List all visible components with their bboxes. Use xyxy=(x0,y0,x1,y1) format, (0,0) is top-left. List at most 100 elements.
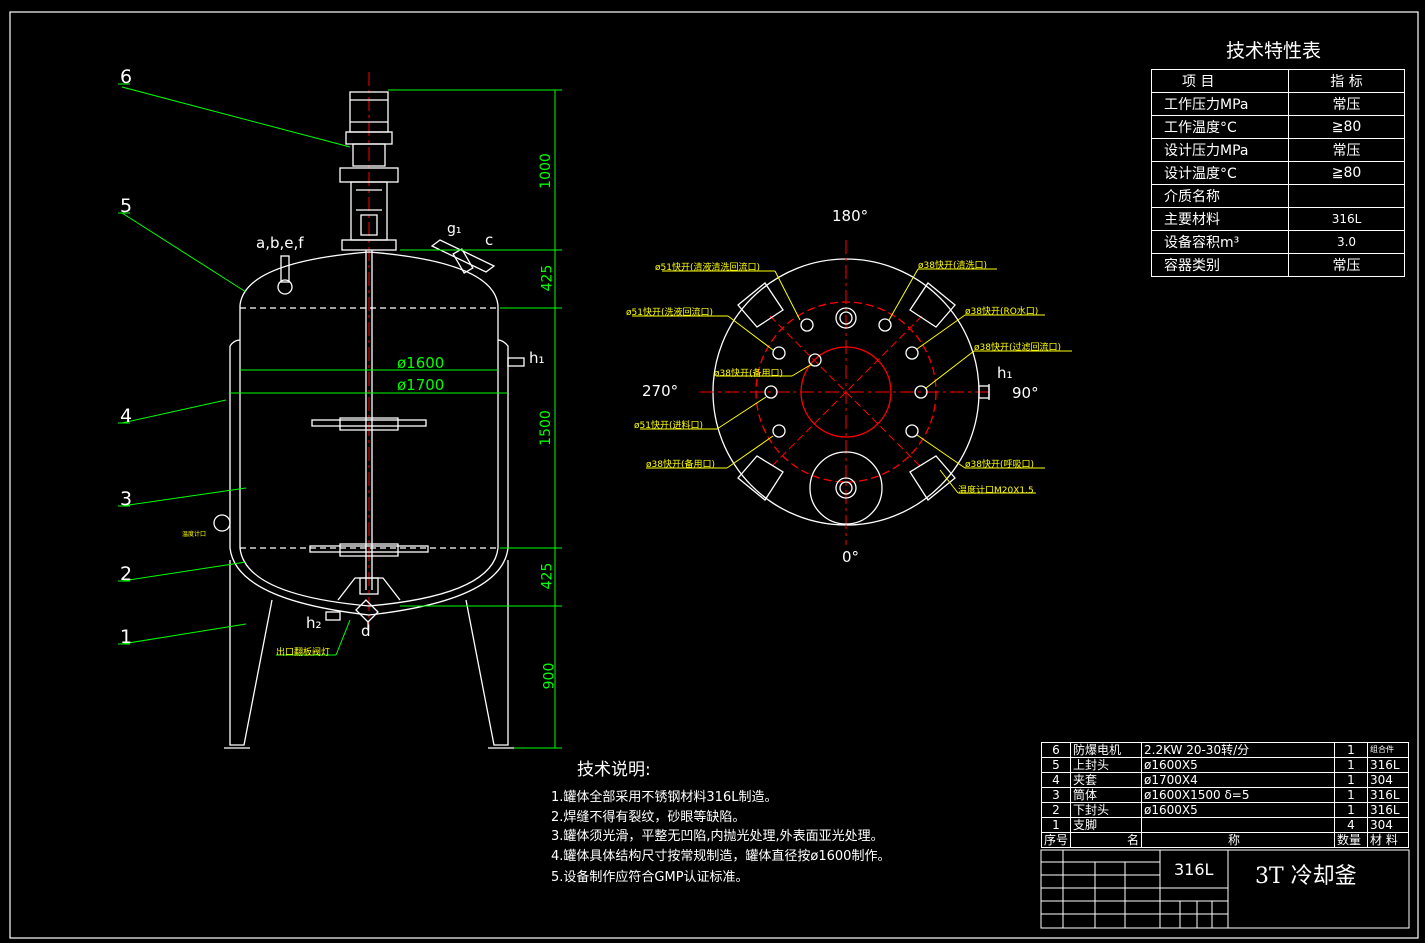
notes-title: 技术说明: xyxy=(577,760,651,780)
bom-material: 304 xyxy=(1367,817,1409,833)
dim-1000: 1000 xyxy=(537,153,554,189)
bom-row: 1 支脚 4 304 xyxy=(1041,817,1409,833)
dim-425-bottom: 425 xyxy=(539,562,556,590)
spec-header-item: 项 目 xyxy=(1151,69,1289,93)
spec-value: 316L xyxy=(1288,207,1405,231)
port-label: 温度计口M20X1.5 xyxy=(958,486,1034,496)
bom-header: 序号 名 称 数量 材 料 xyxy=(1041,832,1409,848)
nozzle-label-h1: h₁ xyxy=(529,349,545,367)
port-label: ø38快开(备用口) xyxy=(714,369,783,379)
bottom-valve-note: 出口翻板阀灯 xyxy=(276,648,331,658)
dimension-lines xyxy=(118,83,562,749)
spec-value: 常压 xyxy=(1288,92,1405,116)
side-port-note: 温度计口 xyxy=(182,531,207,538)
bom-no: 2 xyxy=(1041,802,1071,818)
bom-no: 1 xyxy=(1041,817,1071,833)
spec-label: 容器类别 xyxy=(1151,253,1289,277)
dim-outer-diameter: ø1700 xyxy=(397,376,445,394)
bom-row: 4 夹套 ø1700X4 1 304 xyxy=(1041,772,1409,788)
bom-name: 下封头 xyxy=(1070,802,1142,818)
bom-qty: 1 xyxy=(1334,757,1368,773)
bom-spec: ø1600X5 xyxy=(1141,802,1335,818)
port-label: ø51快开(洗液回流口) xyxy=(626,308,713,318)
bom-name: 防爆电机 xyxy=(1070,742,1142,758)
bom-header-name: 名 xyxy=(1070,832,1142,848)
angle-180: 180° xyxy=(832,207,869,225)
bom-name: 支脚 xyxy=(1070,817,1142,833)
spec-table-title: 技术特性表 xyxy=(1226,40,1322,62)
port-label: ø38快开(RO水口) xyxy=(965,307,1039,317)
angle-0: 0° xyxy=(842,548,860,566)
spec-row: 介质名称 xyxy=(1151,184,1405,208)
bom-qty: 1 xyxy=(1334,742,1368,758)
spec-value: ≧80 xyxy=(1288,161,1405,185)
bom-row: 6 防爆电机 2.2KW 20-30转/分 1 组合件 xyxy=(1041,742,1409,758)
port-label: ø38快开(备用口) xyxy=(646,460,715,470)
bom-qty: 4 xyxy=(1334,817,1368,833)
spec-value: 常压 xyxy=(1288,253,1405,277)
spec-value: 常压 xyxy=(1288,138,1405,162)
nozzle-label-c: c xyxy=(485,231,494,249)
bom-material: 316L xyxy=(1367,757,1409,773)
title-block-frame xyxy=(1040,849,1410,929)
bom-spec xyxy=(1141,817,1335,833)
bom-name: 筒体 xyxy=(1070,787,1142,803)
title-block-material: 316L xyxy=(1174,860,1214,879)
drawing-border xyxy=(9,11,1419,939)
dim-1500: 1500 xyxy=(537,410,554,446)
bom-spec: 2.2KW 20-30转/分 xyxy=(1141,742,1335,758)
spec-label: 设计压力MPa xyxy=(1151,138,1289,162)
spec-label: 设备容积m³ xyxy=(1151,230,1289,254)
callout-1: 1 xyxy=(120,626,133,648)
bom-no: 4 xyxy=(1041,772,1071,788)
bom-no: 6 xyxy=(1041,742,1071,758)
bom-material: 组合件 xyxy=(1367,742,1409,758)
plan-view xyxy=(632,240,1072,545)
bom-name: 上封头 xyxy=(1070,757,1142,773)
nozzle-label-d: d xyxy=(361,622,371,640)
bom-header-no: 序号 xyxy=(1041,832,1071,848)
note-item: 2.焊缝不得有裂纹，砂眼等缺陷。 xyxy=(551,810,746,825)
callout-6: 6 xyxy=(120,66,133,88)
spec-label: 工作压力MPa xyxy=(1151,92,1289,116)
bom-header-material: 材 料 xyxy=(1367,832,1409,848)
angle-270: 270° xyxy=(642,382,679,400)
spec-label: 介质名称 xyxy=(1151,184,1289,208)
bill-of-materials: 6 防爆电机 2.2KW 20-30转/分 1 组合件 5 上封头 ø1600X… xyxy=(1041,742,1409,848)
bom-name: 夹套 xyxy=(1070,772,1142,788)
bom-spec: ø1700X4 xyxy=(1141,772,1335,788)
port-label: ø38快开(清洗口) xyxy=(918,261,987,271)
spec-value: ≧80 xyxy=(1288,115,1405,139)
note-item: 1.罐体全部采用不锈钢材料316L制造。 xyxy=(551,790,778,805)
angle-90: 90° xyxy=(1012,384,1039,402)
callout-5: 5 xyxy=(120,195,133,217)
callout-2: 2 xyxy=(120,563,133,585)
bom-spec: ø1600X5 xyxy=(1141,757,1335,773)
spec-table-header: 项 目 指 标 xyxy=(1151,69,1405,93)
note-item: 5.设备制作应符合GMP认证标准。 xyxy=(551,870,749,885)
spec-value xyxy=(1288,184,1405,208)
spec-value: 3.0 xyxy=(1288,230,1405,254)
spec-row: 设计温度°C≧80 xyxy=(1151,161,1405,185)
bom-row: 5 上封头 ø1600X5 1 316L xyxy=(1041,757,1409,773)
spec-row: 工作温度°C≧80 xyxy=(1151,115,1405,139)
elevation-view xyxy=(213,72,525,749)
port-label: ø51快开(清液清洗回流口) xyxy=(655,263,760,273)
note-item: 3.罐体须光滑，平整无凹陷,内抛光处理,外表面亚光处理。 xyxy=(551,829,884,844)
bom-qty: 1 xyxy=(1334,787,1368,803)
bom-no: 5 xyxy=(1041,757,1071,773)
spec-header-value: 指 标 xyxy=(1288,69,1405,93)
bom-no: 3 xyxy=(1041,787,1071,803)
bom-header-name2: 称 xyxy=(1141,832,1335,848)
port-label: ø51快开(进料口) xyxy=(634,421,703,431)
port-label: ø38快开(过滤回流口) xyxy=(974,343,1061,353)
spec-row: 容器类别常压 xyxy=(1151,253,1405,277)
bom-material: 316L xyxy=(1367,802,1409,818)
port-label: ø38快开(呼吸口) xyxy=(965,460,1034,470)
bom-row: 3 筒体 ø1600X1500 δ=5 1 316L xyxy=(1041,787,1409,803)
